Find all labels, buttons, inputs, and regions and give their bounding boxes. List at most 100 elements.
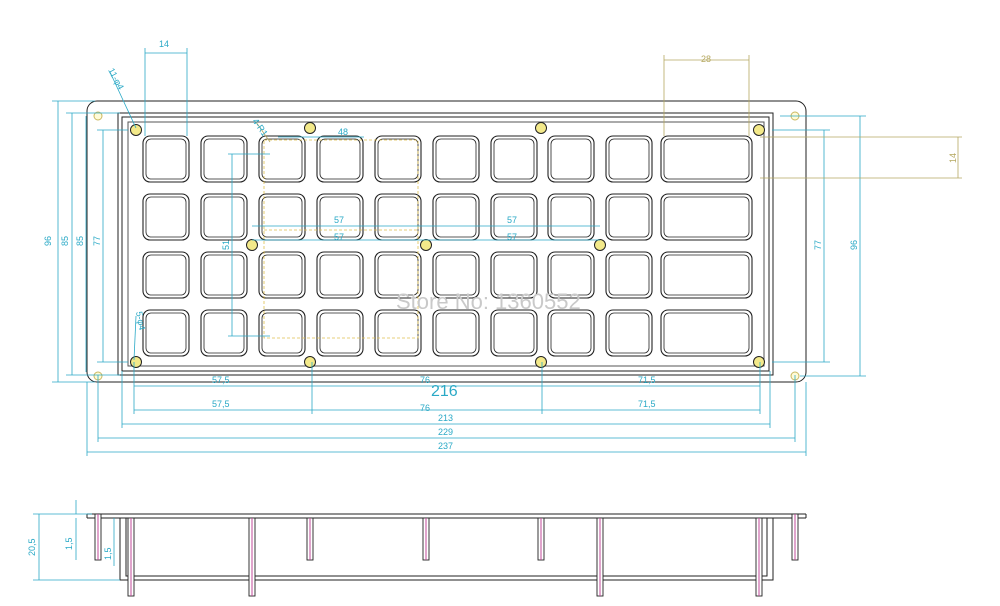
side-pin	[537, 517, 545, 561]
dim-small-hole: 5-φ4	[134, 311, 147, 331]
dim-right-77: 77	[813, 240, 823, 250]
key-cutout	[490, 251, 538, 299]
key-cutout	[432, 193, 480, 241]
side-pin	[791, 513, 799, 561]
key-cutout	[432, 251, 480, 299]
wide-key-cutout	[660, 193, 753, 241]
side-pin	[127, 517, 135, 597]
key-area-border	[127, 121, 765, 367]
side-frame	[119, 517, 774, 581]
dim-corner-radius: 4-R1	[250, 116, 269, 138]
key-cutout	[142, 193, 190, 241]
key-cutout	[374, 309, 422, 357]
mounting-hole	[304, 356, 316, 368]
key-cutout	[258, 309, 306, 357]
side-pins	[94, 513, 799, 597]
plate-corner-hole	[93, 111, 103, 121]
key-cutout	[142, 251, 190, 299]
dim-bottom-57-5-a: 57,5	[212, 375, 230, 385]
dim-mount-hole: 11-φ4	[106, 66, 126, 91]
plate-outlines	[86, 100, 807, 383]
dim-side-1-5-b: 1,5	[103, 547, 113, 560]
key-cutout	[316, 251, 364, 299]
mounting-hole	[246, 239, 258, 251]
key-cutout	[547, 193, 595, 241]
key-cutout	[547, 251, 595, 299]
key-grid	[142, 135, 753, 357]
key-cutout	[374, 193, 422, 241]
wide-key-cutout	[660, 135, 753, 183]
dim-right-96: 96	[849, 240, 859, 250]
side-pin	[755, 517, 763, 597]
mounting-hole	[535, 356, 547, 368]
dim-top-key-width: 14	[159, 39, 169, 49]
dim-bottom-76-a: 76	[420, 375, 430, 385]
dim-span-57-c: 57	[507, 215, 517, 225]
wide-key-cutout	[660, 251, 753, 299]
dim-inner-width: 48	[338, 127, 348, 137]
outer-plate	[86, 100, 807, 383]
mounting-hole	[130, 356, 142, 368]
key-cutout	[200, 135, 248, 183]
dim-left-77: 77	[92, 236, 102, 246]
wide-key-cutout	[660, 309, 753, 357]
key-cutout	[490, 309, 538, 357]
key-cutout	[605, 309, 653, 357]
side-pin	[596, 517, 604, 597]
side-pin	[306, 517, 314, 561]
dim-top-right-width: 28	[701, 54, 711, 64]
mounting-hole	[535, 122, 547, 134]
dashed-block	[263, 139, 419, 339]
key-cutout	[142, 309, 190, 357]
dim-bottom-213: 213	[438, 413, 453, 423]
dim-bottom-229: 229	[438, 427, 453, 437]
key-cutout	[374, 135, 422, 183]
store-watermark: Store No: 1360552	[396, 289, 581, 314]
key-cutout	[547, 309, 595, 357]
plate-frame-inner	[121, 116, 770, 372]
dim-span-57-d: 57	[507, 232, 517, 242]
mounting-hole	[420, 239, 432, 251]
key-cutout	[316, 309, 364, 357]
key-cutout	[605, 135, 653, 183]
key-cutout	[200, 309, 248, 357]
dim-right-height: 14	[948, 153, 958, 163]
dim-side-1-5-a: 1,5	[64, 537, 74, 550]
key-cutout	[490, 135, 538, 183]
mounting-hole	[304, 122, 316, 134]
key-cutout	[432, 309, 480, 357]
key-cutout	[316, 135, 364, 183]
dim-bottom-76-b: 76	[420, 403, 430, 413]
key-cutout	[605, 251, 653, 299]
key-cutout	[200, 193, 248, 241]
dim-left-96: 96	[43, 236, 53, 246]
reference-dashed	[263, 139, 419, 339]
key-cutout	[547, 135, 595, 183]
mounting-hole	[130, 124, 142, 136]
mounting-holes	[93, 111, 800, 381]
key-cutout	[200, 251, 248, 299]
dim-bottom-71-5-b: 71,5	[638, 399, 656, 409]
dim-inner-51: 51	[221, 240, 231, 250]
dim-left-85: 85	[60, 236, 70, 246]
dim-bottom-216: 216	[431, 383, 458, 400]
side-pin	[422, 517, 430, 561]
key-cutout	[258, 193, 306, 241]
dim-left-85b: 85	[75, 236, 85, 246]
side-view: 20,5 1,5 1,5	[27, 500, 807, 597]
key-cutout	[258, 251, 306, 299]
key-cutout	[258, 135, 306, 183]
key-cutout	[605, 193, 653, 241]
side-pin	[94, 513, 102, 561]
dim-bottom-71-5-a: 71,5	[638, 375, 656, 385]
key-cutout	[142, 135, 190, 183]
side-pin	[248, 517, 256, 597]
dimension-lines-alt	[255, 55, 962, 179]
mounting-hole	[594, 239, 606, 251]
dim-span-57-b: 57	[334, 232, 344, 242]
dim-bottom-237: 237	[438, 441, 453, 451]
mounting-hole	[753, 356, 765, 368]
dim-bottom-57-5-b: 57,5	[212, 399, 230, 409]
key-cutout	[432, 135, 480, 183]
